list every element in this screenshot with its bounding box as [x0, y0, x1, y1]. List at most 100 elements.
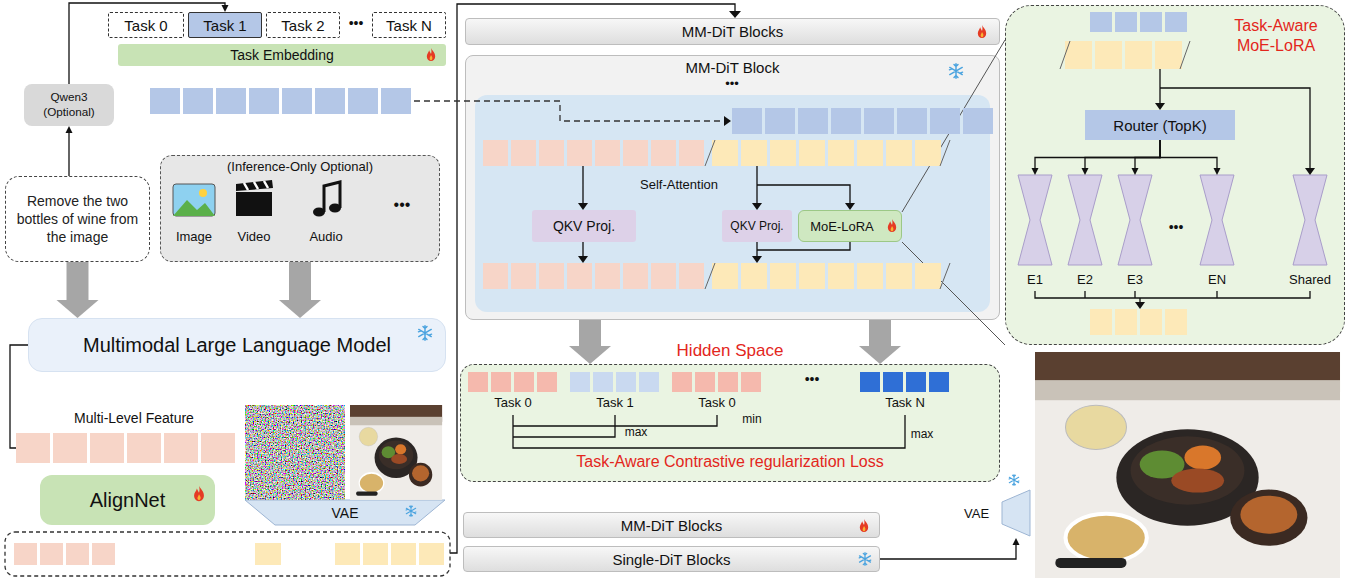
connector-line: [579, 320, 601, 347]
node-text: MM-DiT Blocks: [682, 23, 783, 40]
annotation-label: Task N: [885, 396, 925, 410]
shape-outline: [1068, 175, 1102, 287]
node-text: VAE: [332, 505, 359, 521]
node-text: Task-Aware Contrastive regularization Lo…: [461, 453, 999, 471]
annotation-label: Task 0: [698, 396, 736, 410]
expert-box: E3: [1118, 175, 1152, 287]
task-box: Task 2: [266, 12, 340, 38]
node-text: Image: [176, 229, 212, 244]
task-box: Task 0: [108, 12, 184, 38]
self-attention-panel: Self-AttentionQKV Proj. QKV Proj. MoE-LoRA: [475, 95, 990, 312]
shape-outline: [1282, 175, 1338, 287]
vae-trapezoid: VAE: [245, 500, 445, 525]
shape-fill: [1002, 490, 1030, 536]
node-text: Qwen3 (Optional): [24, 90, 114, 119]
node-text: (Inference-Only Optional): [161, 156, 439, 174]
connector-line: [869, 320, 891, 347]
expert-box: E1: [1018, 175, 1052, 287]
shape-fill: [1018, 175, 1052, 265]
moe-lora-panel: Task-Aware MoE-LoRA Router (TopK) E1 E2E3 EN…: [1005, 5, 1345, 345]
node-text: QKV Proj.: [553, 218, 615, 234]
node-text: VAE: [964, 506, 989, 521]
label-text: •••: [725, 76, 739, 91]
node-text: Task N: [386, 17, 432, 34]
annotation-label: •••: [394, 196, 411, 214]
node-text: Multimodal Large Language Model: [83, 334, 391, 357]
annotation-label: •••: [725, 77, 739, 91]
node-text: Task-Aware MoE-LoRA: [1220, 16, 1332, 56]
node-text: Video: [237, 229, 270, 244]
node-text: AlignNet: [90, 489, 166, 512]
label-text: •••: [349, 15, 364, 31]
output-photo: [1035, 352, 1340, 578]
instruction-box: Remove the two bottles of wine from the …: [5, 176, 150, 262]
arrow-head: [66, 126, 73, 133]
shape-fill: [1068, 175, 1102, 265]
annotation-label: max: [625, 426, 648, 439]
wire: [10, 345, 28, 448]
annotation-label: •••: [805, 372, 820, 387]
modality-item: Audio: [300, 180, 352, 244]
node-text: Shared: [1289, 272, 1331, 287]
label-text: •••: [1169, 219, 1184, 235]
connector: [279, 262, 321, 318]
node-text: MM-DiT Block: [466, 56, 999, 76]
node-text: Task 1: [203, 17, 246, 34]
node-text: MM-DiT Blocks: [621, 517, 722, 534]
connector: [569, 320, 611, 364]
node-text: E1: [1027, 272, 1043, 287]
node-text: Single-DiT Blocks: [612, 551, 730, 568]
block-bar: MM-DiT Blocks: [465, 18, 1000, 45]
input-photo: [350, 405, 442, 500]
token-row: [16, 433, 235, 463]
arrow-head: [859, 346, 901, 364]
annotation-label: •••: [349, 16, 364, 31]
qkv-box: QKV Proj.: [722, 210, 792, 242]
annotation-label: Task 1: [596, 396, 634, 410]
connector: [880, 538, 1020, 559]
label-text: Multi-Level Feature: [74, 410, 194, 426]
mmdit-block-panel: MM-DiT BlockSelf-AttentionQKV Proj. QKV P…: [465, 55, 1000, 320]
task-embedding-bar: Task Embedding: [118, 44, 446, 66]
node-text: QKV Proj.: [730, 219, 783, 233]
token-row: [255, 543, 281, 565]
token-frame: [5, 532, 450, 576]
router-box: Router (TopK): [1085, 110, 1235, 140]
shape-fill: [1118, 175, 1152, 265]
alignnet-box: AlignNet: [40, 475, 215, 525]
modality-item: Image: [168, 180, 220, 244]
shape-fill: [1200, 175, 1234, 265]
node-text: Router (TopK): [1113, 117, 1206, 134]
shape-outline: [1018, 175, 1052, 287]
node-text: Audio: [309, 229, 342, 244]
arrow-head: [1013, 538, 1020, 545]
node-text: MoE-LoRA: [810, 219, 874, 234]
annotation-label: max: [911, 428, 934, 441]
frozen-snowflake-icon: [1009, 475, 1019, 486]
task-box: Task N: [372, 12, 446, 38]
node-text: Self-Attention: [640, 177, 718, 192]
expert-box: E2: [1068, 175, 1102, 287]
connector: [57, 262, 99, 318]
block-bar: Single-DiT Blocks: [463, 546, 880, 572]
node-text: E3: [1127, 272, 1143, 287]
vae-trapezoid: VAE: [962, 488, 1032, 538]
shape-outline: [1118, 175, 1152, 287]
label-text: •••: [394, 196, 411, 213]
connector-line: [67, 262, 89, 301]
arrow-head: [222, 5, 229, 12]
expert-box: Shared: [1282, 175, 1338, 287]
label-text: max: [911, 427, 934, 441]
node-text: Hidden Space: [461, 341, 999, 361]
label-text: Task N: [885, 395, 925, 410]
label-text: max: [625, 425, 648, 439]
token-row: [14, 543, 115, 565]
connector-line: [880, 545, 1016, 560]
node-text: EN: [1208, 272, 1226, 287]
label-text: Task 0: [698, 395, 736, 410]
token-row: [335, 543, 444, 565]
label-text: Task 0: [494, 395, 532, 410]
